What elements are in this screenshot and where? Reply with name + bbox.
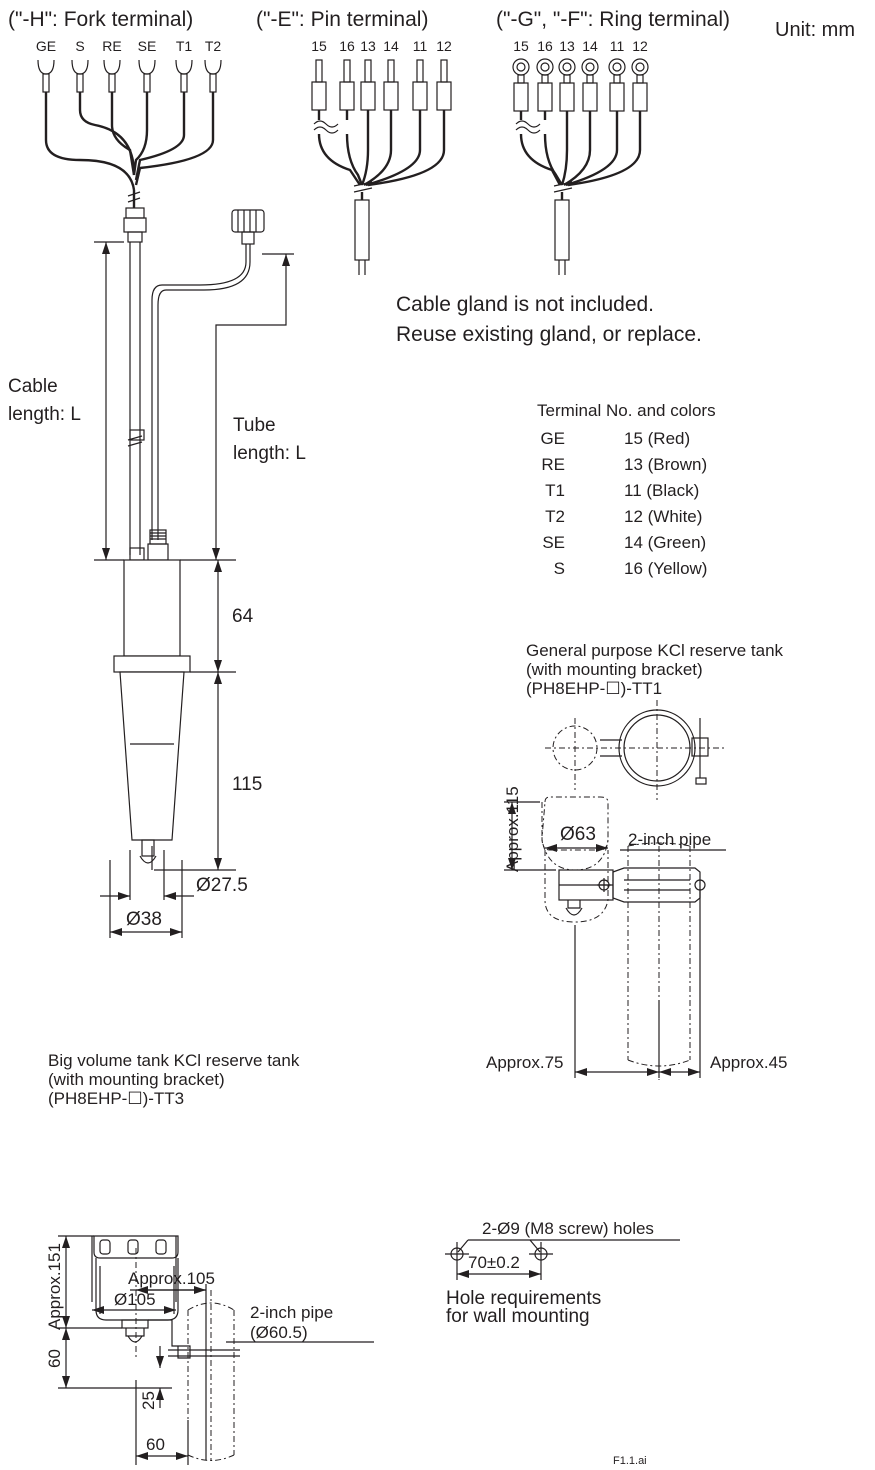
dim-64: 64 bbox=[232, 606, 254, 627]
fork-label: T1 bbox=[176, 38, 193, 54]
wall-holes-label: 2-Ø9 (M8 screw) holes bbox=[482, 1219, 654, 1238]
dim-d38: Ø38 bbox=[126, 909, 162, 930]
tt1-title-1: General purpose KCl reserve tank bbox=[526, 641, 784, 660]
pin-label: 15 bbox=[311, 38, 327, 54]
terminal-code: SE bbox=[542, 533, 565, 552]
tt3-pipe-label-1: 2-inch pipe bbox=[250, 1303, 333, 1322]
tt1-drawing: Approx.115 Ø63 2-inch pipe Approx.75 App… bbox=[486, 700, 788, 1080]
ring-label: 15 bbox=[513, 38, 529, 54]
tt1-title-2: (with mounting bracket) bbox=[526, 660, 703, 679]
ring-label: 14 bbox=[582, 38, 598, 54]
wall-spacing-label: 70±0.2 bbox=[468, 1253, 520, 1272]
terminal-code: T1 bbox=[545, 481, 565, 500]
fork-label: RE bbox=[102, 38, 121, 54]
terminal-value: 11 (Black) bbox=[624, 481, 699, 500]
tt3-d60-vert: 60 bbox=[45, 1349, 64, 1368]
wall-mount-holes: 2-Ø9 (M8 screw) holes 70±0.2 Hole requir… bbox=[445, 1219, 680, 1327]
file-tag: F1.1.ai bbox=[613, 1455, 647, 1465]
gland-note-line1: Cable gland is not included. bbox=[396, 293, 654, 316]
tt3-approx151: Approx.151 bbox=[45, 1243, 64, 1330]
tt1-title-3: (PH8EHP-☐)-TT1 bbox=[526, 679, 662, 698]
pin-label: 16 bbox=[339, 38, 355, 54]
tt3-title: Big volume tank KCl reserve tank (with m… bbox=[48, 1051, 300, 1108]
terminal-code: T2 bbox=[545, 507, 565, 526]
sensor-dimensions: Cable length: L Tube length: L 64 115 Ø2… bbox=[8, 241, 306, 938]
tt3-d60-horz: 60 bbox=[146, 1435, 165, 1454]
pin-terminal-wiring bbox=[311, 59, 452, 275]
tt1-pipe-label: 2-inch pipe bbox=[628, 830, 711, 849]
ring-label: 13 bbox=[559, 38, 575, 54]
ring-terminal-wiring bbox=[512, 58, 649, 275]
tt1-approx115: Approx.115 bbox=[503, 786, 522, 872]
tt3-approx105: Approx.105 bbox=[128, 1269, 215, 1288]
pin-label: 13 bbox=[360, 38, 376, 54]
terminal-value: 12 (White) bbox=[624, 507, 702, 526]
tube-length-label-1: Tube bbox=[233, 415, 276, 436]
fork-label: GE bbox=[36, 38, 56, 54]
pin-labels: 15 16 13 14 11 12 bbox=[311, 38, 452, 54]
fork-label: S bbox=[75, 38, 84, 54]
dim-115: 115 bbox=[232, 774, 262, 795]
tt1-d63: Ø63 bbox=[560, 824, 596, 845]
tt3-drawing: Approx.105 Ø105 Approx.151 60 25 60 2-in… bbox=[45, 1235, 374, 1465]
terminal-code: GE bbox=[540, 429, 565, 448]
ring-label: 11 bbox=[610, 38, 625, 54]
terminal-code: RE bbox=[541, 455, 565, 474]
pin-label: 12 bbox=[436, 38, 452, 54]
fork-terminal-wiring bbox=[37, 59, 222, 208]
terminal-value: 16 (Yellow) bbox=[624, 559, 707, 578]
tt1-title: General purpose KCl reserve tank (with m… bbox=[526, 641, 784, 698]
tt3-d25: 25 bbox=[139, 1391, 158, 1410]
pin-terminal-title: ("-E": Pin terminal) bbox=[256, 8, 428, 31]
fork-terminal-title: ("-H": Fork terminal) bbox=[8, 8, 193, 31]
terminal-value: 13 (Brown) bbox=[624, 455, 707, 474]
gland-note-line2: Reuse existing gland, or replace. bbox=[396, 323, 702, 346]
tt3-d105: Ø105 bbox=[114, 1290, 156, 1309]
cable-length-label-1: Cable bbox=[8, 376, 58, 397]
cable-length-label-2: length: L bbox=[8, 404, 81, 425]
terminal-table-title: Terminal No. and colors bbox=[537, 401, 716, 420]
dim-d275: Ø27.5 bbox=[196, 875, 248, 896]
tt3-pipe-label-2: (Ø60.5) bbox=[250, 1323, 308, 1342]
sensor-body-drawing bbox=[113, 207, 265, 870]
terminal-value: 14 (Green) bbox=[624, 533, 706, 552]
fork-label: SE bbox=[138, 38, 157, 54]
ring-labels: 15 16 13 14 11 12 bbox=[513, 38, 648, 54]
terminal-table: Terminal No. and colors GE 15 (Red) RE 1… bbox=[537, 401, 716, 578]
unit-label: Unit: mm bbox=[775, 19, 855, 41]
tt1-approx45: Approx.45 bbox=[710, 1053, 788, 1072]
terminal-code: S bbox=[554, 559, 565, 578]
terminal-value: 15 (Red) bbox=[624, 429, 690, 448]
fork-label: T2 bbox=[205, 38, 222, 54]
tt3-title-3: (PH8EHP-☐)-TT3 bbox=[48, 1089, 184, 1108]
ring-label: 12 bbox=[632, 38, 648, 54]
wall-requirements-1: Hole requirements bbox=[446, 1288, 601, 1309]
pin-label: 14 bbox=[383, 38, 399, 54]
wall-requirements-2: for wall mounting bbox=[446, 1306, 590, 1327]
ring-terminal-title: ("-G", "-F": Ring terminal) bbox=[496, 8, 730, 31]
tt3-title-1: Big volume tank KCl reserve tank bbox=[48, 1051, 300, 1070]
tt1-approx75: Approx.75 bbox=[486, 1053, 564, 1072]
tt3-title-2: (with mounting bracket) bbox=[48, 1070, 225, 1089]
ring-label: 16 bbox=[537, 38, 553, 54]
pin-label: 11 bbox=[413, 38, 428, 54]
tube-length-label-2: length: L bbox=[233, 443, 306, 464]
fork-labels: GE S RE SE T1 T2 bbox=[36, 38, 221, 54]
